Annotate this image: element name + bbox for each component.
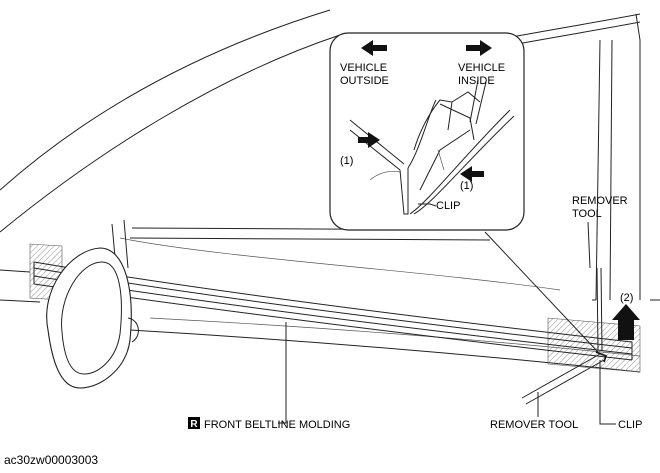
step1-left-arrow-icon: [358, 132, 380, 148]
clip-lower-label: CLIP: [618, 419, 642, 431]
step1-left-label: (1): [340, 155, 353, 167]
left-arrow-icon: [361, 40, 387, 56]
vehicle-inside-label-1: VEHICLE: [458, 62, 505, 74]
step2-label: (2): [620, 292, 633, 304]
remover-tool-lower: [521, 351, 607, 405]
clip-lower-leader: [599, 360, 616, 425]
right-arrow-icon: [466, 40, 492, 56]
clip-inset-label: CLIP: [436, 200, 460, 212]
side-mirror: [46, 247, 139, 389]
inset-callout-line: [484, 231, 599, 353]
step1-right-arrow-icon: [460, 166, 484, 182]
front-beltline-badge: [188, 417, 200, 429]
figure-code: ac30zw00003003: [4, 453, 98, 467]
step1-right-label: (1): [460, 180, 473, 192]
vehicle-outside-label-2: OUTSIDE: [340, 75, 389, 87]
vehicle-inside-label-2: INSIDE: [458, 75, 495, 87]
up-arrow-icon: [612, 304, 640, 340]
front-beltline-molding-label: FRONT BELTLINE MOLDING: [204, 419, 350, 431]
remover-tool-upper-label-1: REMOVER: [572, 195, 628, 207]
molding-leader: [278, 322, 287, 424]
front-beltline-badge-text: R: [190, 419, 198, 430]
remover-tool-upper-leader: [587, 221, 591, 269]
vehicle-outside-label-1: VEHICLE: [340, 62, 387, 74]
remover-tool-lower-label: REMOVER TOOL: [490, 419, 578, 431]
remover-tool-upper-label-2: TOOL: [572, 208, 602, 220]
detail-inset: [329, 32, 525, 231]
remover-tool-upper: [592, 267, 603, 351]
